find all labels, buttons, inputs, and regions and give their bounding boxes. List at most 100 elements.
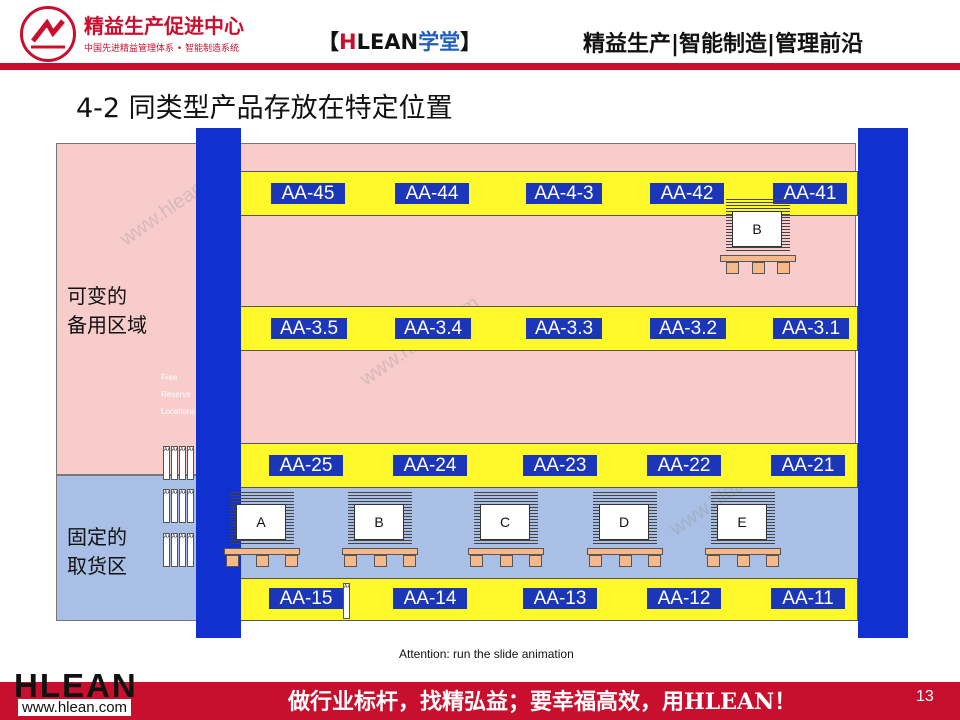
pallet-foot: [726, 262, 739, 274]
location-label: AA-24: [393, 455, 467, 476]
location-label: AA-14: [393, 588, 467, 609]
pallet-foot: [500, 555, 513, 567]
small-bin: AA-: [171, 533, 178, 567]
pallet-foot: [589, 555, 602, 567]
shelf-row-1: AA-15 AA-14 AA-13 AA-12 AA-11 AA-: [236, 578, 858, 621]
hlean-academy-tag: 【HLEAN学堂】: [318, 26, 481, 56]
location-label: AA-25: [269, 455, 343, 476]
pallet-foot: [256, 555, 269, 567]
small-bin: AA-: [171, 446, 178, 480]
location-label: AA-23: [523, 455, 597, 476]
hlean-xuetang: 学堂: [418, 30, 461, 54]
column-right: [858, 128, 908, 638]
pallet-foot: [648, 555, 661, 567]
footer-url[interactable]: www.hlean.com: [18, 699, 132, 716]
small-bin: AA-: [343, 583, 350, 619]
product-box: E: [717, 504, 767, 540]
header-rule: [0, 63, 960, 70]
pallet-foot: [766, 555, 779, 567]
location-label: AA-44: [395, 183, 469, 204]
product-box: B: [732, 211, 782, 247]
pallet-foot: [403, 555, 416, 567]
pallet-stack-d: D: [587, 492, 663, 572]
location-label: AA-3.2: [650, 318, 726, 339]
small-bin: AA-: [163, 533, 170, 567]
fixed-zone-line2: 取货区: [67, 554, 127, 578]
shelf-row-3: AA-3.5 AA-3.4 AA-3.3 AA-3.2 AA-3.1: [236, 306, 858, 351]
pallet-stack-e: E: [705, 492, 781, 572]
pallet-deck: [587, 548, 663, 555]
small-bin: AA-: [187, 446, 194, 480]
location-label: AA-45: [271, 183, 345, 204]
hlean-lean: LEAN: [356, 30, 419, 54]
pallet-foot: [470, 555, 483, 567]
location-label: AA-3.4: [395, 318, 471, 339]
pallet-foot: [737, 555, 750, 567]
brand-logo-icon: [20, 6, 76, 62]
product-box: A: [236, 504, 286, 540]
pallet-foot: [619, 555, 632, 567]
location-label: AA-22: [647, 455, 721, 476]
footer-slogan: 做行业标杆，找精弘益；要幸福高效，用HLEAN！: [288, 689, 797, 715]
small-bin: AA-: [179, 446, 186, 480]
pallet-foot: [752, 262, 765, 274]
shelf-row-4: AA-45 AA-44 AA-4-3 AA-42 AA-41: [236, 171, 858, 216]
product-box: D: [599, 504, 649, 540]
location-label: AA-3.1: [773, 318, 849, 339]
location-label: AA-3.5: [271, 318, 347, 339]
free-text-2: Reserve: [161, 390, 191, 399]
pallet-stack-reserve-b: B: [720, 199, 796, 289]
small-bin: AA-: [163, 446, 170, 480]
location-label: AA-4-3: [526, 183, 602, 204]
pallet-foot: [777, 262, 790, 274]
fixed-zone-line1: 固定的: [67, 525, 127, 549]
shelf-row-2: AA-25 AA-24 AA-23 AA-22 AA-21: [236, 443, 858, 488]
pallet-foot: [226, 555, 239, 567]
pallet-deck: [468, 548, 544, 555]
free-text-1: Free: [161, 373, 178, 382]
bracket-close: 】: [460, 30, 482, 54]
slide-title: 4-2 同类型产品存放在特定位置: [76, 93, 453, 124]
pallet-foot: [344, 555, 357, 567]
location-label: AA-11: [771, 588, 845, 609]
pallet-deck: [224, 548, 300, 555]
small-bin: AA-: [171, 489, 178, 523]
page-number: 13: [916, 688, 934, 705]
pallet-foot: [285, 555, 298, 567]
location-label: AA-42: [650, 183, 724, 204]
pallet-foot: [374, 555, 387, 567]
header-slogan: 精益生产|智能制造|管理前沿: [583, 32, 864, 57]
location-label: AA-41: [773, 183, 847, 204]
pallet-stack-a: A: [224, 492, 300, 572]
small-bin: AA-: [163, 489, 170, 523]
brand-title: 精益生产促进中心: [84, 14, 244, 38]
product-box: B: [354, 504, 404, 540]
small-bin: AA-: [179, 533, 186, 567]
product-box: C: [480, 504, 530, 540]
pallet-deck: [720, 255, 796, 262]
small-bin: AA-: [187, 533, 194, 567]
small-bin: AA-: [187, 489, 194, 523]
variable-zone-label: 可变的 备用区域: [67, 282, 147, 340]
brand-subtitle: 中国先进精益管理体系 • 智能制造系统: [84, 44, 240, 54]
pallet-deck: [342, 548, 418, 555]
pallet-foot: [529, 555, 542, 567]
small-bin: AA-: [179, 489, 186, 523]
fixed-zone-label: 固定的 取货区: [67, 523, 127, 581]
free-text-3: Locations: [161, 407, 196, 416]
footer-bar: [0, 682, 960, 720]
hlean-h: H: [339, 30, 357, 54]
footer-logo: HLEAN: [14, 667, 138, 704]
variable-zone-line1: 可变的: [67, 284, 127, 308]
free-reserve-locations-label: Free Reserve Locations: [161, 369, 195, 420]
pallet-foot: [707, 555, 720, 567]
location-label: AA-13: [523, 588, 597, 609]
location-label: AA-15: [269, 588, 343, 609]
pallet-stack-c: C: [468, 492, 544, 572]
bracket-open: 【: [318, 30, 339, 54]
variable-zone-line2: 备用区域: [67, 313, 147, 337]
attention-note: Attention: run the slide animation: [399, 647, 574, 661]
location-label: AA-12: [647, 588, 721, 609]
location-label: AA-21: [771, 455, 845, 476]
pallet-stack-b: B: [342, 492, 418, 572]
